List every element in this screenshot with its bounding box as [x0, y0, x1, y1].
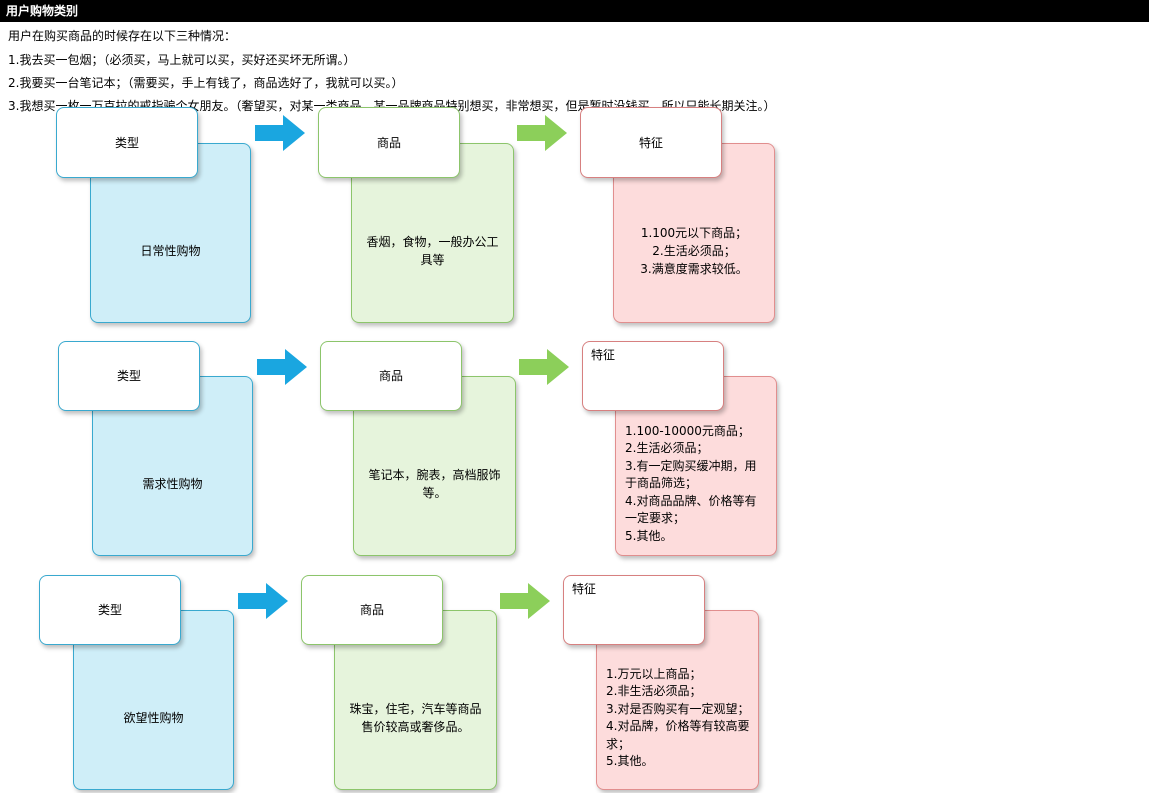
intro-line-2: 2.我要买一台笔记本；（需要买，手上有钱了，商品选好了，我就可以买。） [8, 76, 404, 90]
goods-label: 商品 [376, 135, 401, 150]
green-arrow-icon [519, 349, 569, 385]
goods-value: 珠宝，住宅，汽车等商品售价较高或奢侈品。 [349, 702, 482, 734]
type-label: 类型 [97, 603, 122, 617]
blue-arrow-icon [257, 349, 307, 385]
type-label: 类型 [116, 369, 141, 383]
page-title: 用户购物类别 [0, 0, 1149, 22]
intro-line-0: 用户在购买商品的时候存在以下三种情况： [8, 29, 237, 43]
feature-label-box: 特征 [563, 575, 705, 645]
blue-arrow-icon [238, 583, 288, 619]
feature-label: 特征 [638, 135, 663, 150]
goods-label-box: 商品 [301, 575, 443, 645]
goods-label: 商品 [378, 369, 403, 383]
type-value: 需求性购物 [142, 477, 203, 491]
goods-label-box: 商品 [318, 107, 460, 178]
type-label-box: 类型 [56, 107, 198, 178]
type-value: 欲望性购物 [123, 711, 184, 725]
type-label: 类型 [114, 135, 139, 150]
goods-label: 商品 [359, 603, 384, 617]
type-value: 日常性购物 [140, 244, 201, 258]
type-label-box: 类型 [39, 575, 181, 645]
goods-label-box: 商品 [320, 341, 462, 411]
feature-text: 1.100元以下商品； 2.生活必须品； 3.满意度需求较低。 [640, 226, 748, 276]
feature-label: 特征 [591, 348, 616, 362]
feature-text: 1.万元以上商品； 2.非生活必须品； 3.对是否购买有一定观望； 4.对品牌，… [606, 666, 750, 769]
green-arrow-icon [517, 115, 567, 151]
type-label-box: 类型 [58, 341, 200, 411]
goods-value: 香烟，食物，一般办公工具等 [366, 235, 499, 267]
intro-line-1: 1.我去买一包烟；（必须买，马上就可以买，买好还买坏无所谓。） [8, 53, 356, 67]
feature-text: 1.100-10000元商品； 2.生活必须品； 3.有一定购买缓冲期，用于商品… [625, 423, 757, 543]
feature-label-box: 特征 [580, 107, 722, 178]
feature-label-box: 特征 [582, 341, 724, 411]
blue-arrow-icon [255, 115, 305, 151]
goods-value: 笔记本，腕表，高档服饰等。 [368, 468, 501, 500]
green-arrow-icon [500, 583, 550, 619]
feature-label: 特征 [572, 582, 597, 596]
